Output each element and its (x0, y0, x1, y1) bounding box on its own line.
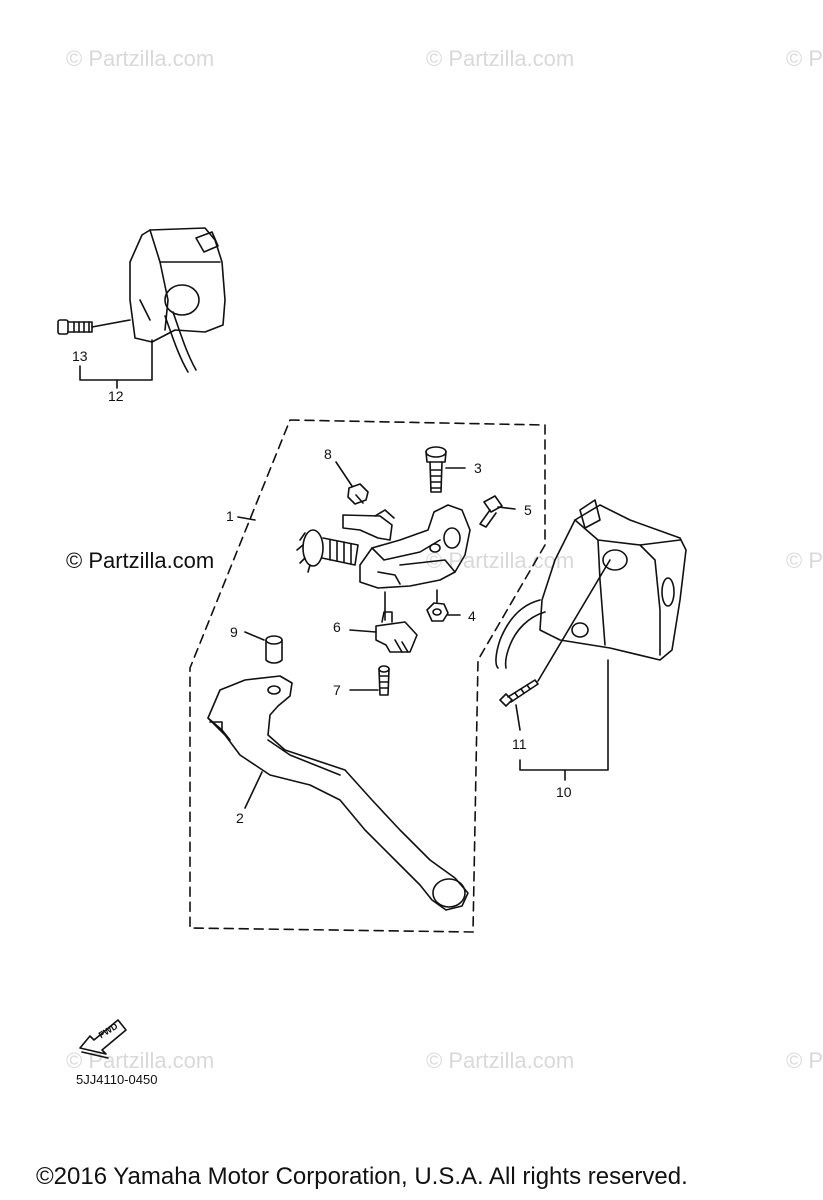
callout-11: 11 (512, 736, 527, 752)
diagram-code: 5JJ4110-0450 (76, 1072, 158, 1087)
callout-2: 2 (236, 810, 244, 826)
callout-6: 6 (333, 619, 341, 635)
callout-3: 3 (474, 460, 482, 476)
callout-9: 9 (230, 624, 238, 640)
bolt-3 (425, 446, 466, 493)
watermark-partial: © P (786, 46, 823, 71)
callout-10: 10 (556, 784, 572, 800)
screw-13 (57, 319, 131, 335)
screw-7 (349, 665, 390, 696)
watermark: © Partzilla.com (426, 46, 575, 71)
switch-housing-10 (495, 499, 687, 781)
switch-6 (349, 611, 418, 653)
watermark-partial: © P (786, 548, 823, 573)
callout-8: 8 (324, 446, 332, 462)
screw-11 (499, 559, 611, 731)
callout-7: 7 (333, 682, 341, 698)
watermark-partial: © P (786, 1048, 823, 1073)
callout-13: 13 (72, 348, 88, 364)
assembly-outline (189, 419, 546, 933)
collar-9 (244, 631, 283, 664)
lever-holder (296, 504, 471, 589)
callout-12: 12 (108, 388, 124, 404)
copyright-notice: ©2016 Yamaha Motor Corporation, U.S.A. A… (36, 1163, 688, 1190)
callout-1: 1 (226, 508, 234, 524)
watermark-dark: © Partzilla.com (66, 548, 215, 573)
callout-5: 5 (524, 502, 532, 518)
watermark: © Partzilla.com (426, 548, 575, 573)
lever-2 (207, 675, 469, 911)
switch-housing-12 (129, 227, 226, 373)
watermark: © Partzilla.com (66, 1048, 215, 1073)
nut-4 (426, 589, 461, 622)
callout-4: 4 (468, 608, 476, 624)
watermark: © Partzilla.com (66, 46, 215, 71)
screw-8 (335, 461, 369, 505)
fwd-arrow-icon (79, 1019, 127, 1059)
watermark: © Partzilla.com (426, 1048, 575, 1073)
bolt-5 (479, 495, 516, 528)
